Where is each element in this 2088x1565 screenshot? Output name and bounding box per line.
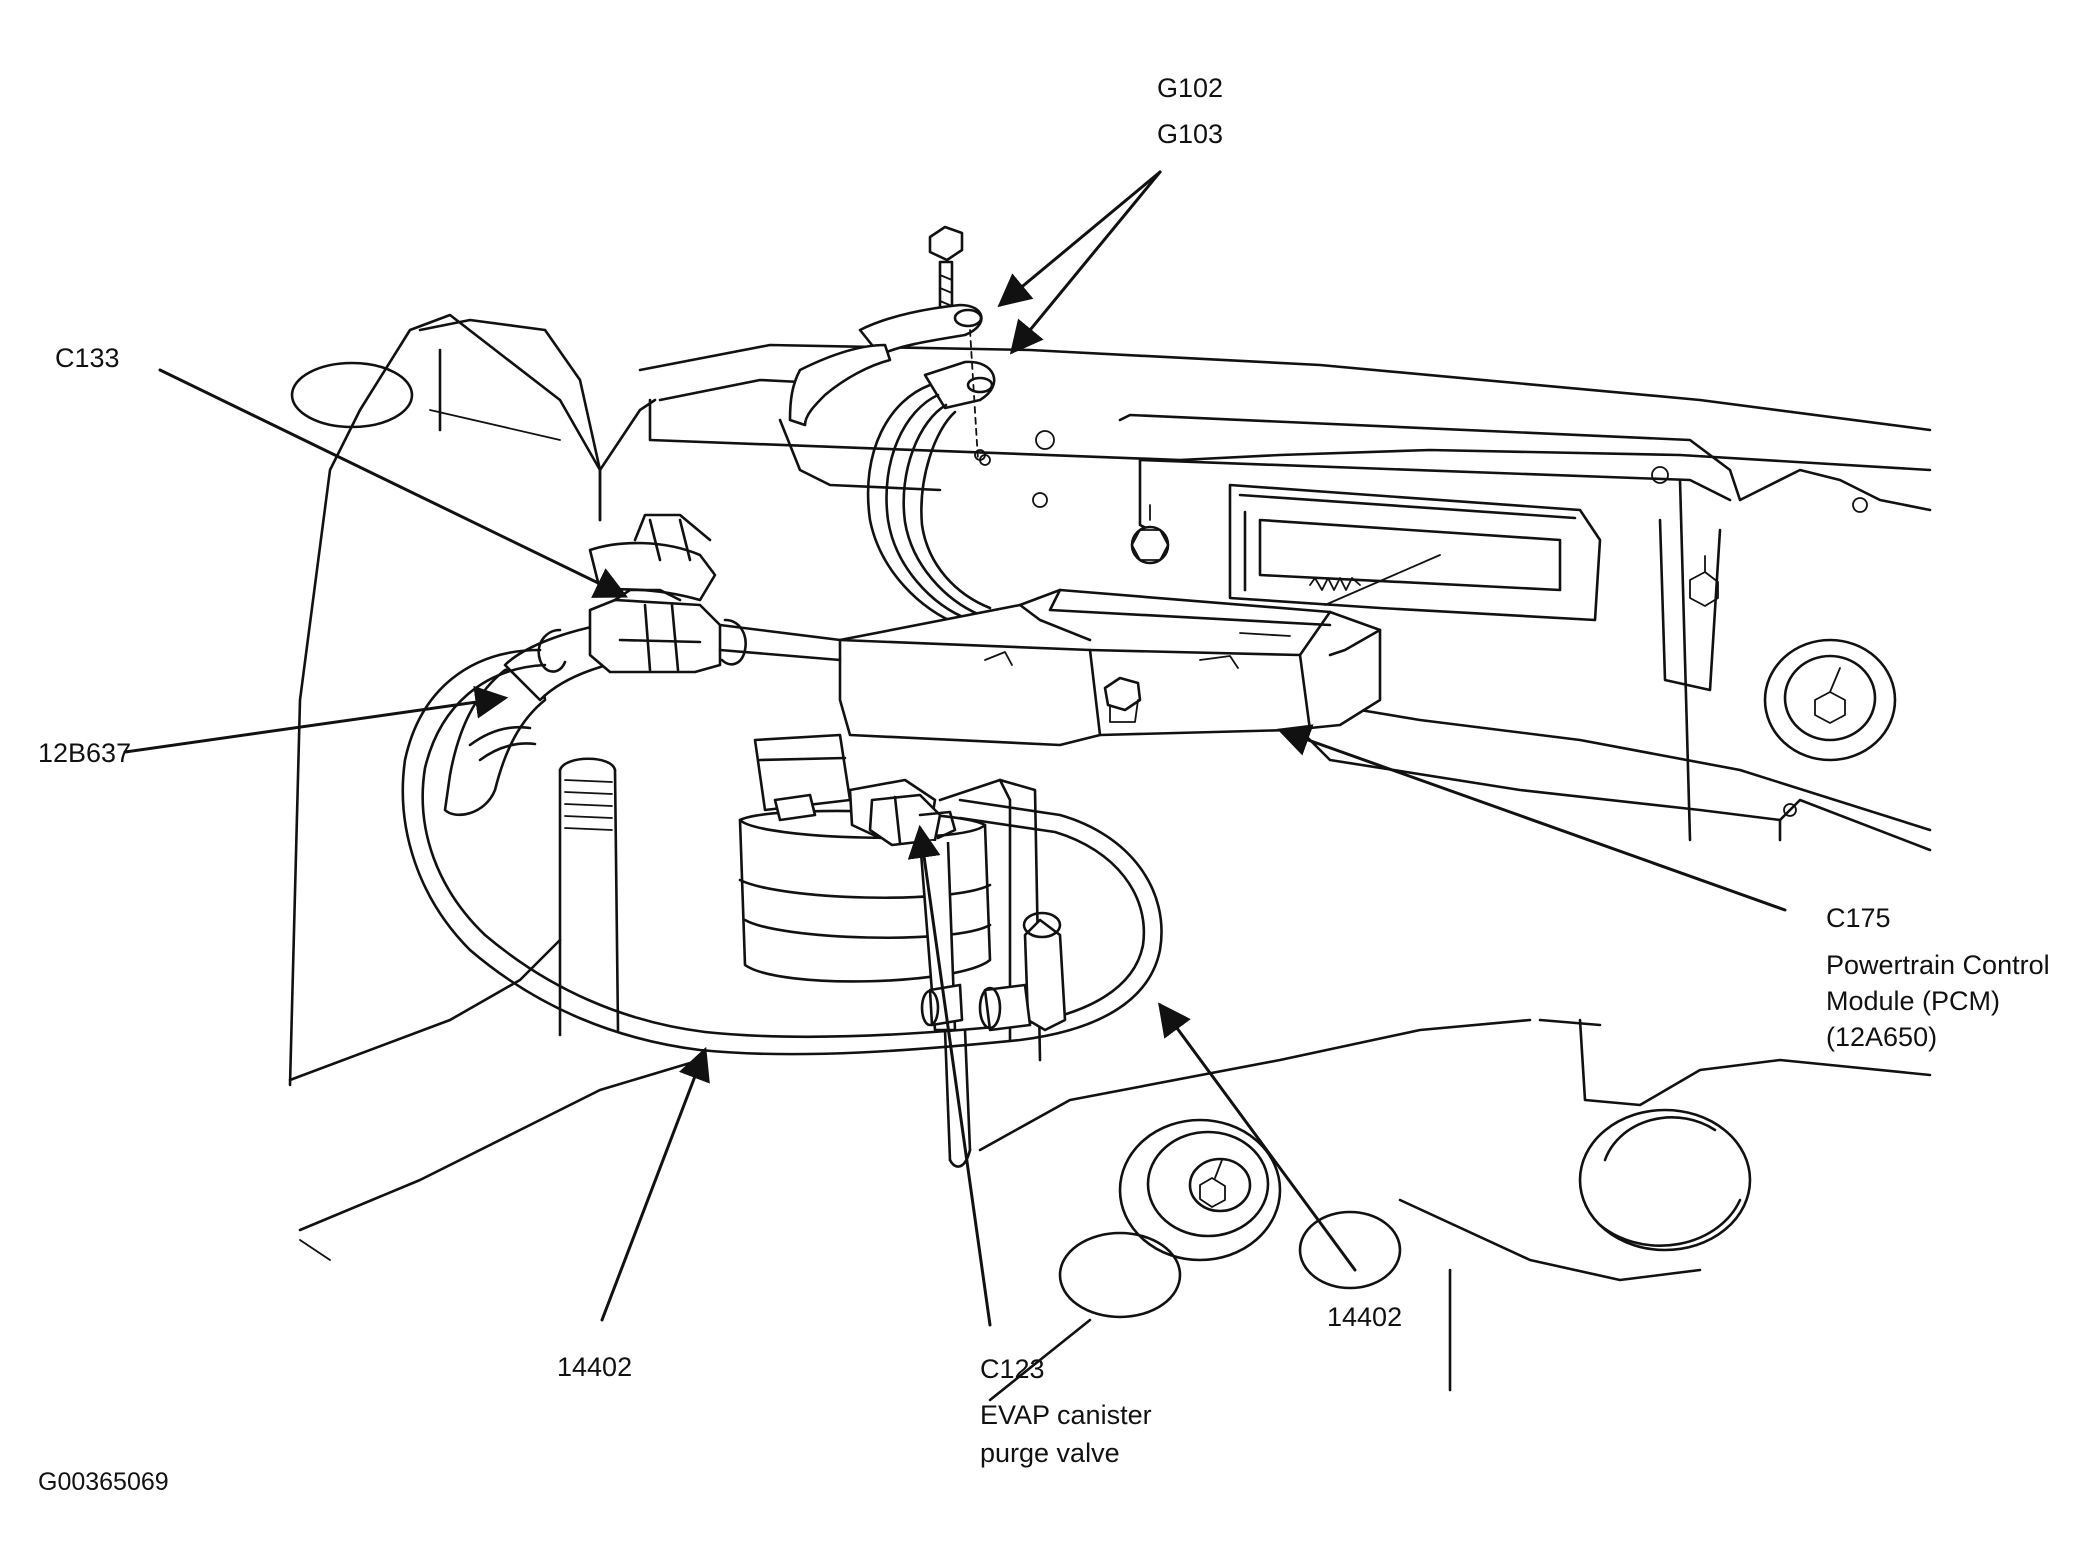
pcm-connector-bolt — [1103, 676, 1142, 723]
label-pcm-line3: (12A650) — [1826, 1022, 1937, 1052]
pcm-module — [838, 577, 1382, 747]
label-pcm-line2: Module (PCM) — [1826, 986, 2000, 1016]
stud-nut-left — [1130, 504, 1170, 565]
leader-c123 — [907, 824, 992, 1327]
vacuum-hoses — [443, 513, 747, 1037]
label-g102: G102 — [1157, 73, 1223, 103]
leader-g103-b — [1009, 170, 1162, 355]
label-14402-right: 14402 — [1327, 1302, 1402, 1332]
label-evap-line1: EVAP canister — [980, 1400, 1152, 1430]
leader-g102-a — [997, 170, 1162, 308]
label-g103: G103 — [1157, 119, 1223, 149]
callout-leaders — [123, 170, 1787, 1327]
pcm-socket — [1228, 483, 1602, 622]
stud-nut-right-upper — [1689, 555, 1719, 607]
label-12b637: 12B637 — [38, 738, 131, 768]
ground-bolt-assembly — [788, 225, 996, 466]
label-c175: C175 — [1826, 903, 1891, 933]
label-c133: C133 — [55, 343, 120, 373]
mounting-studs — [974, 430, 1897, 1213]
label-evap-line2: purge valve — [980, 1438, 1120, 1468]
pcm-connector-spring — [1309, 577, 1361, 591]
stud-nut-right-grommet — [1763, 638, 1897, 762]
callout-labels: G102 G103 C133 12B637 C175 Powertrain Co… — [38, 73, 2050, 1496]
stud-nut-bottom — [1188, 1157, 1252, 1213]
leader-12b637 — [123, 685, 509, 754]
label-c123: C123 — [980, 1354, 1045, 1384]
leader-14402-right — [1158, 1002, 1357, 1272]
c133-connector — [588, 588, 722, 674]
evap-purge-valve — [738, 733, 1067, 1168]
label-figure-id: G00365069 — [38, 1468, 169, 1496]
label-14402-left: 14402 — [557, 1352, 632, 1382]
leader-c133 — [158, 368, 628, 598]
small-holes — [974, 430, 1868, 817]
ground-wire-bundle — [866, 383, 992, 627]
leader-c175 — [1276, 724, 1787, 912]
ground-eyelet-lower — [923, 360, 996, 410]
ground-eyelet-upper — [788, 303, 983, 427]
leader-14402-left — [600, 1046, 710, 1322]
vehicle-body-panels — [288, 313, 1932, 1402]
label-pcm-line1: Powertrain Control — [1826, 950, 2050, 980]
